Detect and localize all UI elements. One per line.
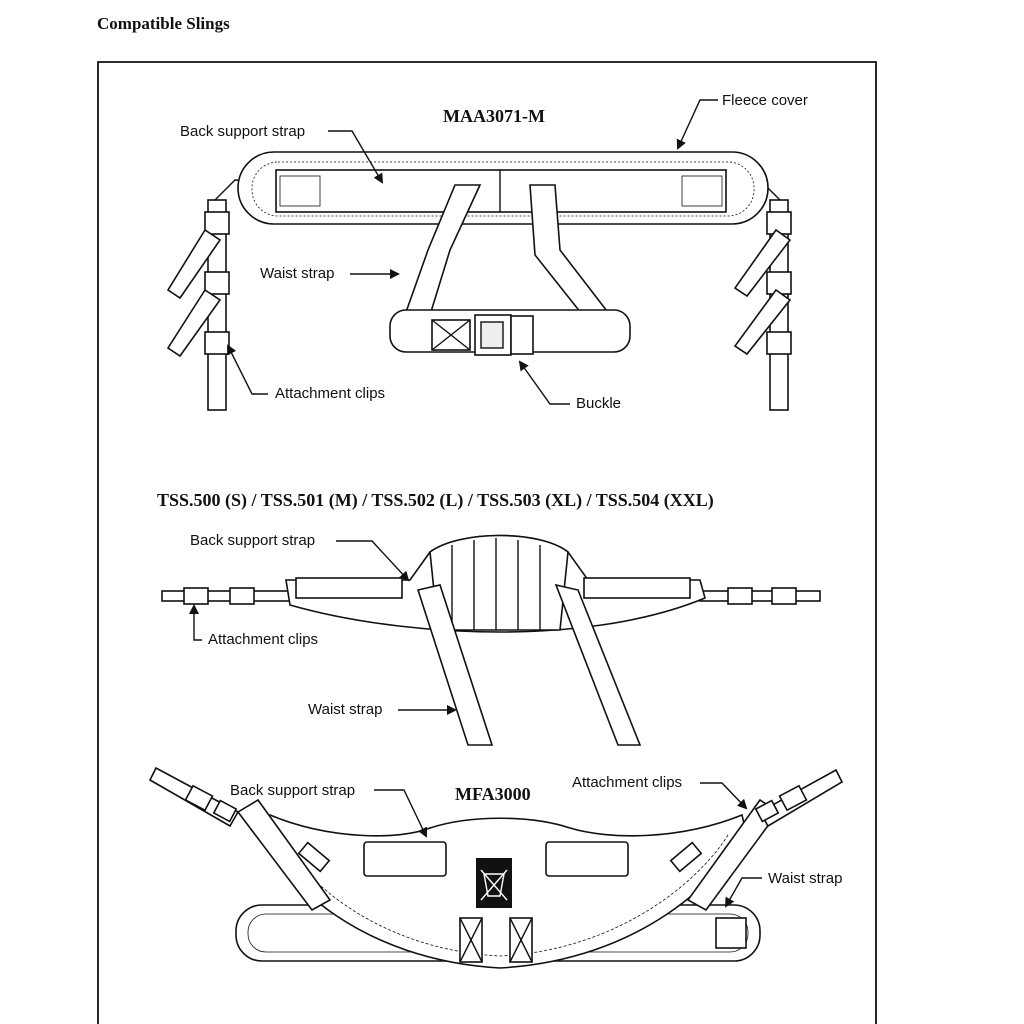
label-waist-strap-3: Waist strap: [768, 870, 842, 887]
care-label-icon: [476, 858, 512, 908]
label-attachment-clips-2: Attachment clips: [208, 631, 318, 648]
attachment-clips-right-illustration-3: [754, 768, 844, 828]
model-label-tss: TSS.500 (S) / TSS.501 (M) / TSS.502 (L) …: [157, 490, 714, 511]
label-back-support-strap-2: Back support strap: [190, 532, 315, 549]
attachment-clips-left-illustration-2: [161, 590, 291, 602]
label-attachment-clips-3: Attachment clips: [572, 774, 682, 791]
back-support-strap-illustration-2: [295, 577, 403, 599]
label-back-support-strap-3: Back support strap: [230, 782, 355, 799]
model-label-maa3071m: MAA3071-M: [443, 106, 545, 126]
model-label-mfa3000: MFA3000: [455, 784, 531, 804]
label-waist-strap-1: Waist strap: [260, 265, 334, 282]
label-fleece-cover: Fleece cover: [722, 92, 808, 109]
back-support-strap-illustration: [275, 169, 727, 213]
attachment-clips-right-illustration-2: [699, 590, 821, 602]
label-buckle: Buckle: [576, 395, 621, 412]
handle-loops-illustration: [459, 917, 533, 963]
sling-tss: TSS.500 (S) / TSS.501 (M) / TSS.502 (L) …: [157, 490, 821, 746]
figure-frame: [97, 61, 877, 1024]
sling-mfa3000: MFA3000: [148, 766, 844, 969]
page-title: Compatible Slings: [97, 14, 230, 33]
waist-strap-illustration-2: [416, 583, 642, 746]
back-pad-illustration: [429, 534, 569, 631]
attachment-clips-left-illustration: [166, 199, 230, 411]
sling-maa3071m: MAA3071-M: [166, 92, 808, 412]
label-back-support-strap-1: Back support strap: [180, 123, 305, 140]
attachment-clips-left-illustration-3: [148, 766, 240, 828]
label-attachment-clips-1: Attachment clips: [275, 385, 385, 402]
back-support-strap-illustration-3: [363, 841, 447, 877]
buckle-illustration: [474, 314, 534, 356]
label-waist-strap-2: Waist strap: [308, 701, 382, 718]
attachment-clips-right-illustration: [733, 199, 792, 411]
